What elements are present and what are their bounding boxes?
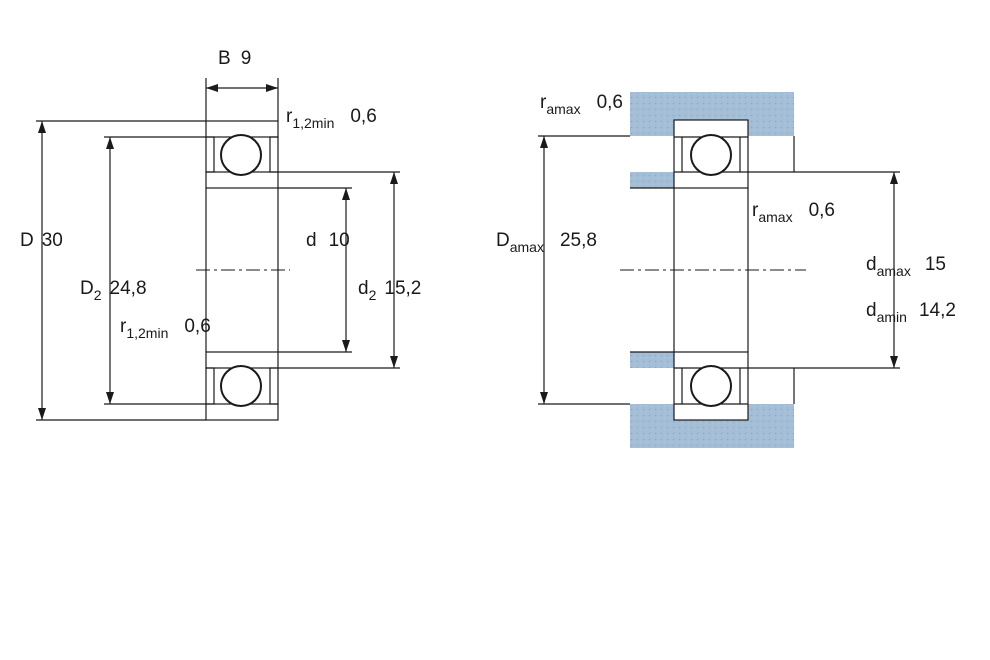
ball-bottom bbox=[220, 365, 262, 407]
shield-top-right bbox=[269, 136, 279, 173]
housing-top bbox=[630, 92, 794, 136]
abutment-section bbox=[538, 92, 900, 448]
ball-bottom-right bbox=[690, 365, 732, 407]
bearing-section bbox=[36, 78, 400, 421]
ball-top-right bbox=[690, 134, 732, 176]
shaft-shoulder-bottom bbox=[630, 352, 674, 368]
shield-bottom-left bbox=[205, 367, 215, 405]
ball-top bbox=[220, 134, 262, 176]
shield-top-left bbox=[205, 136, 215, 173]
housing-bottom bbox=[630, 404, 794, 448]
shield-bottom-right bbox=[269, 367, 279, 405]
shaft-shoulder-top bbox=[630, 172, 674, 188]
